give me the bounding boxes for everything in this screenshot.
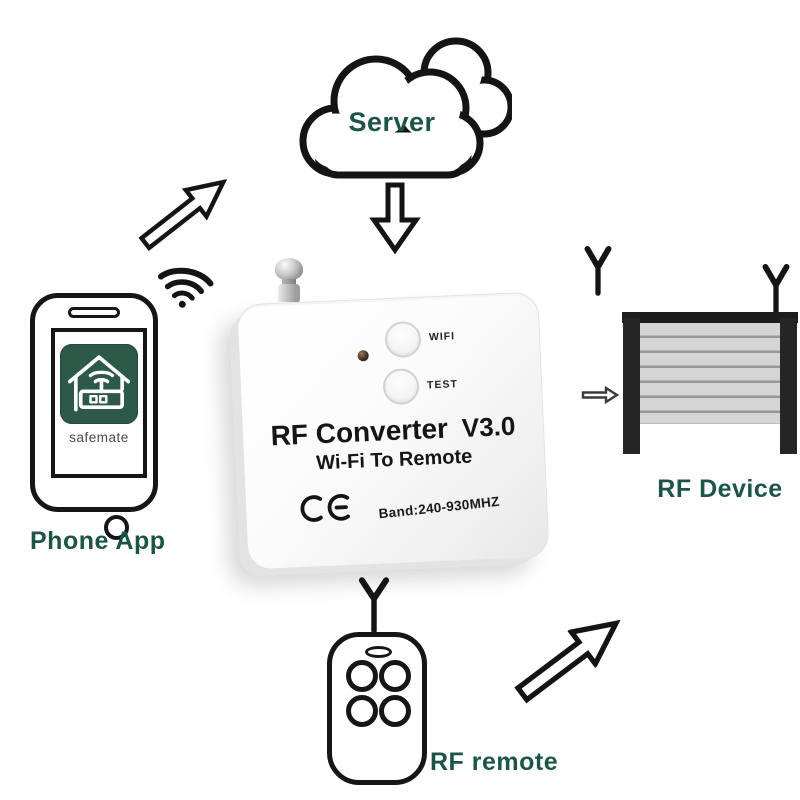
y-antenna-icon (762, 264, 790, 314)
wifi-signal-icon (152, 258, 218, 312)
rf-remote-label: RF remote (430, 748, 559, 776)
phone-home-button (104, 515, 129, 540)
y-antenna-icon (358, 577, 390, 634)
rf-remote (327, 632, 427, 785)
arrow-down-icon (369, 182, 421, 254)
arrow-server-to-converter (368, 182, 422, 254)
antenna-knob-dome (275, 258, 303, 280)
antenna-icon-left (583, 246, 613, 296)
server-label: Server (348, 107, 436, 137)
app-name-label: safemate (69, 430, 129, 445)
phone-screen: safemate (51, 328, 147, 540)
antenna-connector (272, 258, 306, 304)
test-button (382, 367, 420, 406)
ce-mark-icon (299, 491, 356, 525)
antenna-knob-base (278, 284, 300, 302)
remote-button-1 (346, 660, 378, 692)
shutter-post-right (780, 318, 797, 454)
remote-antenna-icon (352, 577, 396, 634)
house-wifi-icon (67, 355, 131, 412)
converter-name: RF Converter (269, 412, 449, 452)
rf-device-label: RF Device (657, 475, 783, 503)
phone-speaker (68, 307, 120, 318)
antenna-icon-right (761, 264, 791, 314)
remote-button-4 (379, 695, 411, 727)
wifi-arcs-icon (157, 267, 214, 308)
arrow-phone-to-server (130, 162, 241, 262)
remote-led-oval (365, 646, 392, 658)
test-button-label: TEST (426, 378, 459, 392)
arrow-icon (514, 619, 621, 704)
phone-app-label: Phone App (30, 527, 166, 555)
safemate-app-icon (60, 344, 138, 424)
antenna-knob-collar (282, 279, 296, 285)
wifi-button-label: WIFI (428, 330, 456, 344)
y-antenna-icon (584, 246, 612, 296)
remote-button-3 (346, 695, 378, 727)
band-label: Band:240-930MHZ (377, 493, 501, 522)
remote-button-2 (379, 660, 411, 692)
shutter-post-left (623, 318, 640, 454)
shutter-slats (640, 323, 780, 423)
wifi-button (384, 320, 422, 359)
arrow-remote-to-device (503, 600, 636, 716)
phone: safemate (30, 293, 158, 540)
small-arrow-icon (581, 385, 619, 405)
server-cloud: Server (288, 33, 512, 183)
arrow-converter-to-device (581, 385, 619, 405)
arrow-icon (138, 178, 228, 251)
shutter-top-rail (622, 312, 798, 323)
status-led (357, 349, 369, 362)
converter-version: V3.0 (461, 410, 516, 443)
cloud-icon (299, 37, 512, 179)
